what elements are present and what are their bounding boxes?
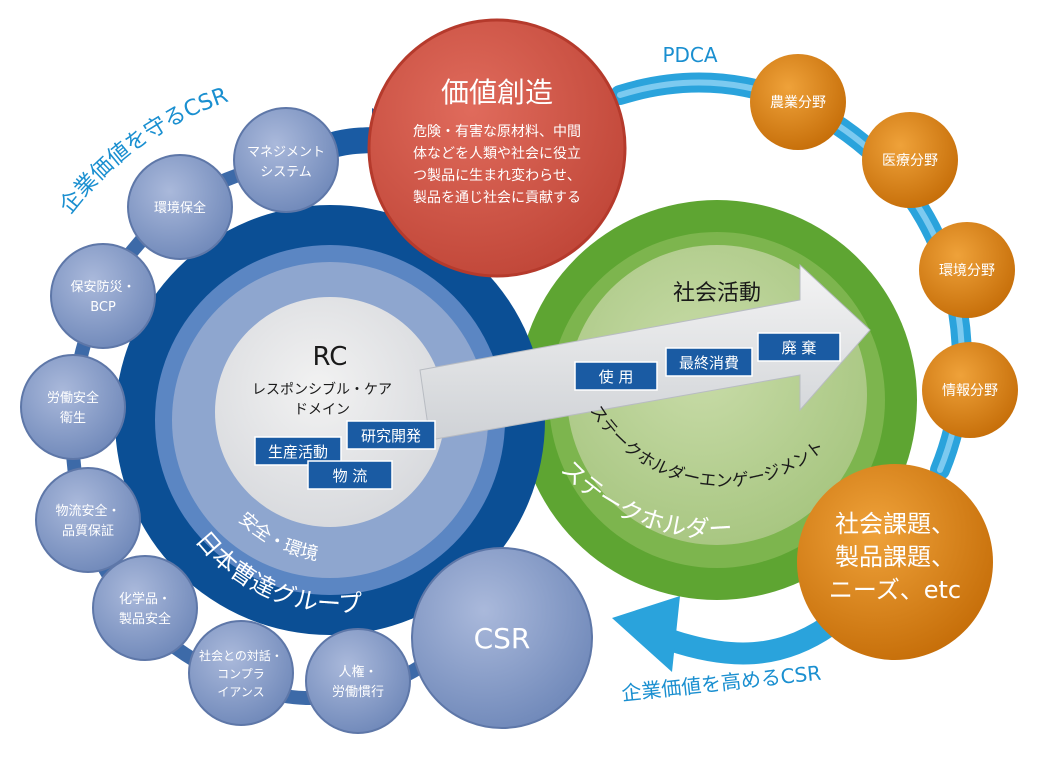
issues-circle <box>797 464 993 660</box>
csr-center-bubble <box>411 547 593 729</box>
csr-item-8-line-1: 人権・ <box>338 664 377 680</box>
tag-use: 使 用 <box>574 361 658 391</box>
activity-label: 社会活動 <box>673 281 761 306</box>
value-creation-title: 価値創造 <box>441 76 553 109</box>
csr-bubble-4 <box>20 354 126 460</box>
value-creation-line-1: 危険・有害な原材料、中間 <box>413 124 581 140</box>
csr-item-4-line-1: 労働安全 <box>47 390 99 406</box>
tag-disposal: 廃 棄 <box>757 332 841 362</box>
tag-final-consumption: 最終消費 <box>665 347 753 377</box>
field-bubble-medical <box>862 112 958 208</box>
csr-item-7-line-3: イアンス <box>217 685 264 699</box>
csr-bubble-2 <box>127 154 233 260</box>
csr-center-label: CSR <box>474 622 531 655</box>
csr-item-6-line-1: 化学品・ <box>119 591 171 607</box>
rc-sub-1: レスポンシブル・ケア <box>252 381 392 398</box>
tag-logistics: 物 流 <box>307 460 393 490</box>
bottom-cyan-arc <box>666 615 837 665</box>
csr-bubble-5 <box>35 467 141 573</box>
value-creation-rim <box>367 18 627 278</box>
tag-logistics-label: 物 流 <box>333 467 368 485</box>
activity-arrow <box>419 263 871 441</box>
csr-item-7-line-2: コンプラ <box>217 667 265 681</box>
csr-item-4-line-2: 衛生 <box>60 411 86 426</box>
csr-bubble-8 <box>305 628 411 734</box>
bottom-arc-label: 企業価値を高めるCSR <box>620 661 822 706</box>
tag-final-consumption-label: 最終消費 <box>679 354 739 372</box>
csr-item-3-line-2: BCP <box>90 300 116 315</box>
csr-item-8-line-2: 労働慣行 <box>332 684 384 700</box>
value-creation-line-4: 製品を通じ社会に貢献する <box>413 190 581 206</box>
field-bubble-env <box>919 222 1015 318</box>
tag-disposal-label: 廃 棄 <box>782 339 817 357</box>
csr-item-3-line-1: 保安防災・ <box>70 279 135 295</box>
csr-item-6-line-2: 製品安全 <box>119 611 171 627</box>
field-info-label: 情報分野 <box>942 383 998 399</box>
csr-item-1-line-2: システム <box>260 165 312 180</box>
value-creation-line-3: つ製品に生まれ変わらせ、 <box>413 167 581 184</box>
pdca-label: PDCA <box>662 43 717 67</box>
field-medical-label: 医療分野 <box>882 152 938 169</box>
value-creation-line-2: 体などを人類や社会に役立 <box>413 146 581 162</box>
csr-bubble-1 <box>233 107 339 213</box>
tag-research: 研究開発 <box>346 420 436 450</box>
csr-item-1-line-1: マネジメント <box>247 145 325 160</box>
tag-research-label: 研究開発 <box>361 427 421 445</box>
csr-item-5-line-2: 品質保証 <box>62 524 114 539</box>
field-env-label: 環境分野 <box>939 263 995 279</box>
rc-title: RC <box>313 342 348 372</box>
csr-bubble-7 <box>188 620 294 726</box>
issues-line-2: 製品課題、 <box>835 543 955 571</box>
csr-item-5-line-1: 物流安全・ <box>55 503 120 519</box>
issues-line-3: ニーズ、etc <box>829 576 961 604</box>
tag-production-label: 生産活動 <box>268 443 328 461</box>
issues-line-1: 社会課題、 <box>835 510 955 538</box>
field-bubble-info <box>922 342 1018 438</box>
field-agri-label: 農業分野 <box>770 95 826 111</box>
rc-sub-2: ドメイン <box>294 402 350 418</box>
csr-item-2-line-1: 環境保全 <box>154 200 206 216</box>
value-creation-circle <box>369 20 625 276</box>
bottom-arrow-head <box>612 596 680 672</box>
tag-use-label: 使 用 <box>599 368 634 386</box>
field-bubble-agri <box>750 54 846 150</box>
csr-bubble-3 <box>50 243 156 349</box>
csr-item-7-line-1: 社会との対話・ <box>199 648 283 663</box>
csr-bubble-6 <box>92 555 198 661</box>
